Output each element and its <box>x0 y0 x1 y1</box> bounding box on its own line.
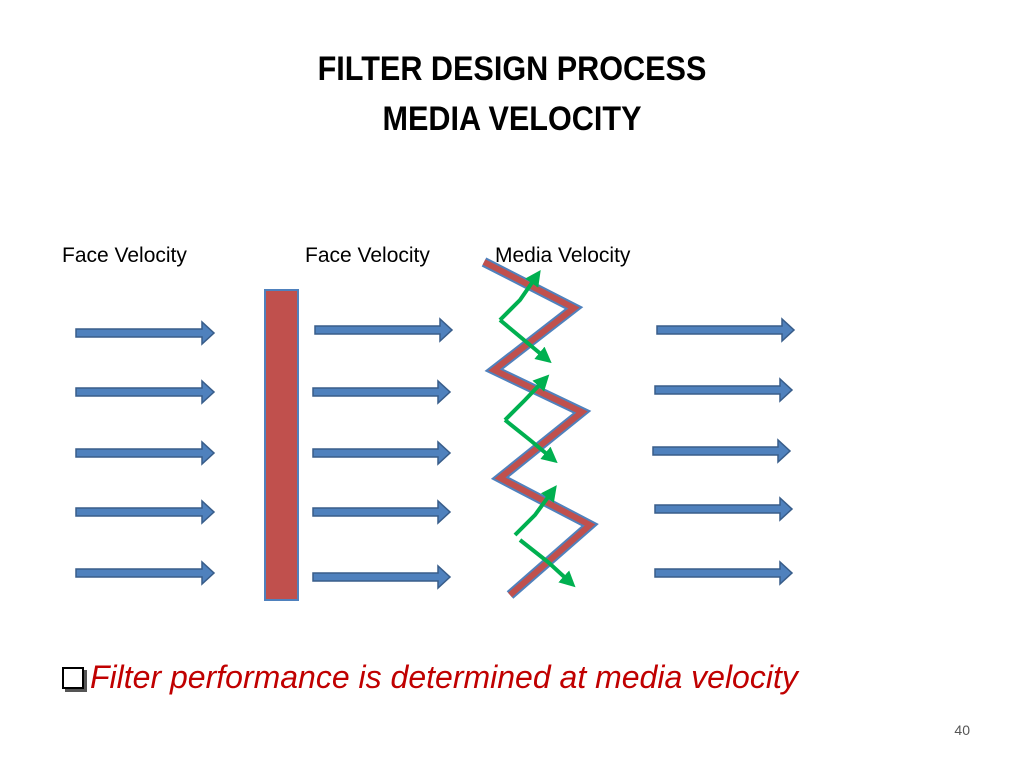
media-arrow-2b <box>503 418 558 464</box>
title-line-2: MEDIA VELOCITY <box>382 100 642 138</box>
flow-arrow-outlet-4 <box>654 496 794 522</box>
title-line-1: FILTER DESIGN PROCESS <box>317 50 707 88</box>
checkbox-bullet-icon <box>62 667 84 689</box>
label-face-velocity-upstream: Face Velocity <box>62 244 187 267</box>
flow-arrow-upstream-2 <box>75 379 216 405</box>
label-media-velocity: Media Velocity <box>495 244 631 267</box>
media-arrow-1b <box>498 318 552 364</box>
downstream-arrows <box>312 317 454 590</box>
flow-arrow-downstream-5 <box>312 564 452 590</box>
flat-filter-media <box>264 289 299 601</box>
flow-arrow-upstream-4 <box>75 499 216 525</box>
media-arrow-3b <box>518 538 576 588</box>
pleated-filter-media <box>481 257 599 599</box>
flow-arrow-downstream-3 <box>312 440 452 466</box>
media-arrow-3 <box>513 485 557 537</box>
page-number: 40 <box>954 722 970 738</box>
flow-arrow-outlet-5 <box>654 560 794 586</box>
bullet-point: Filter performance is determined at medi… <box>62 655 798 699</box>
pleat-fill <box>482 259 596 598</box>
slide-title: FILTER DESIGN PROCESS MEDIA VELOCITY <box>0 44 1024 144</box>
label-face-velocity-downstream: Face Velocity <box>305 244 430 267</box>
flow-arrow-outlet-3 <box>652 438 792 464</box>
upstream-arrows <box>75 320 216 586</box>
flow-arrow-upstream-5 <box>75 560 216 586</box>
media-velocity-arrows <box>498 270 576 588</box>
flow-arrow-downstream-1 <box>314 317 454 343</box>
flow-arrow-upstream-1 <box>75 320 216 346</box>
outlet-arrows <box>652 317 796 586</box>
flow-arrow-downstream-2 <box>312 379 452 405</box>
bullet-text: Filter performance is determined at medi… <box>90 658 798 695</box>
media-arrow-2 <box>503 374 550 422</box>
flow-arrow-downstream-4 <box>312 499 452 525</box>
flow-arrow-upstream-3 <box>75 440 216 466</box>
flow-arrow-outlet-2 <box>654 377 794 403</box>
flow-arrow-outlet-1 <box>656 317 796 343</box>
media-arrow-1 <box>498 270 541 322</box>
pleat-outline <box>481 257 599 599</box>
